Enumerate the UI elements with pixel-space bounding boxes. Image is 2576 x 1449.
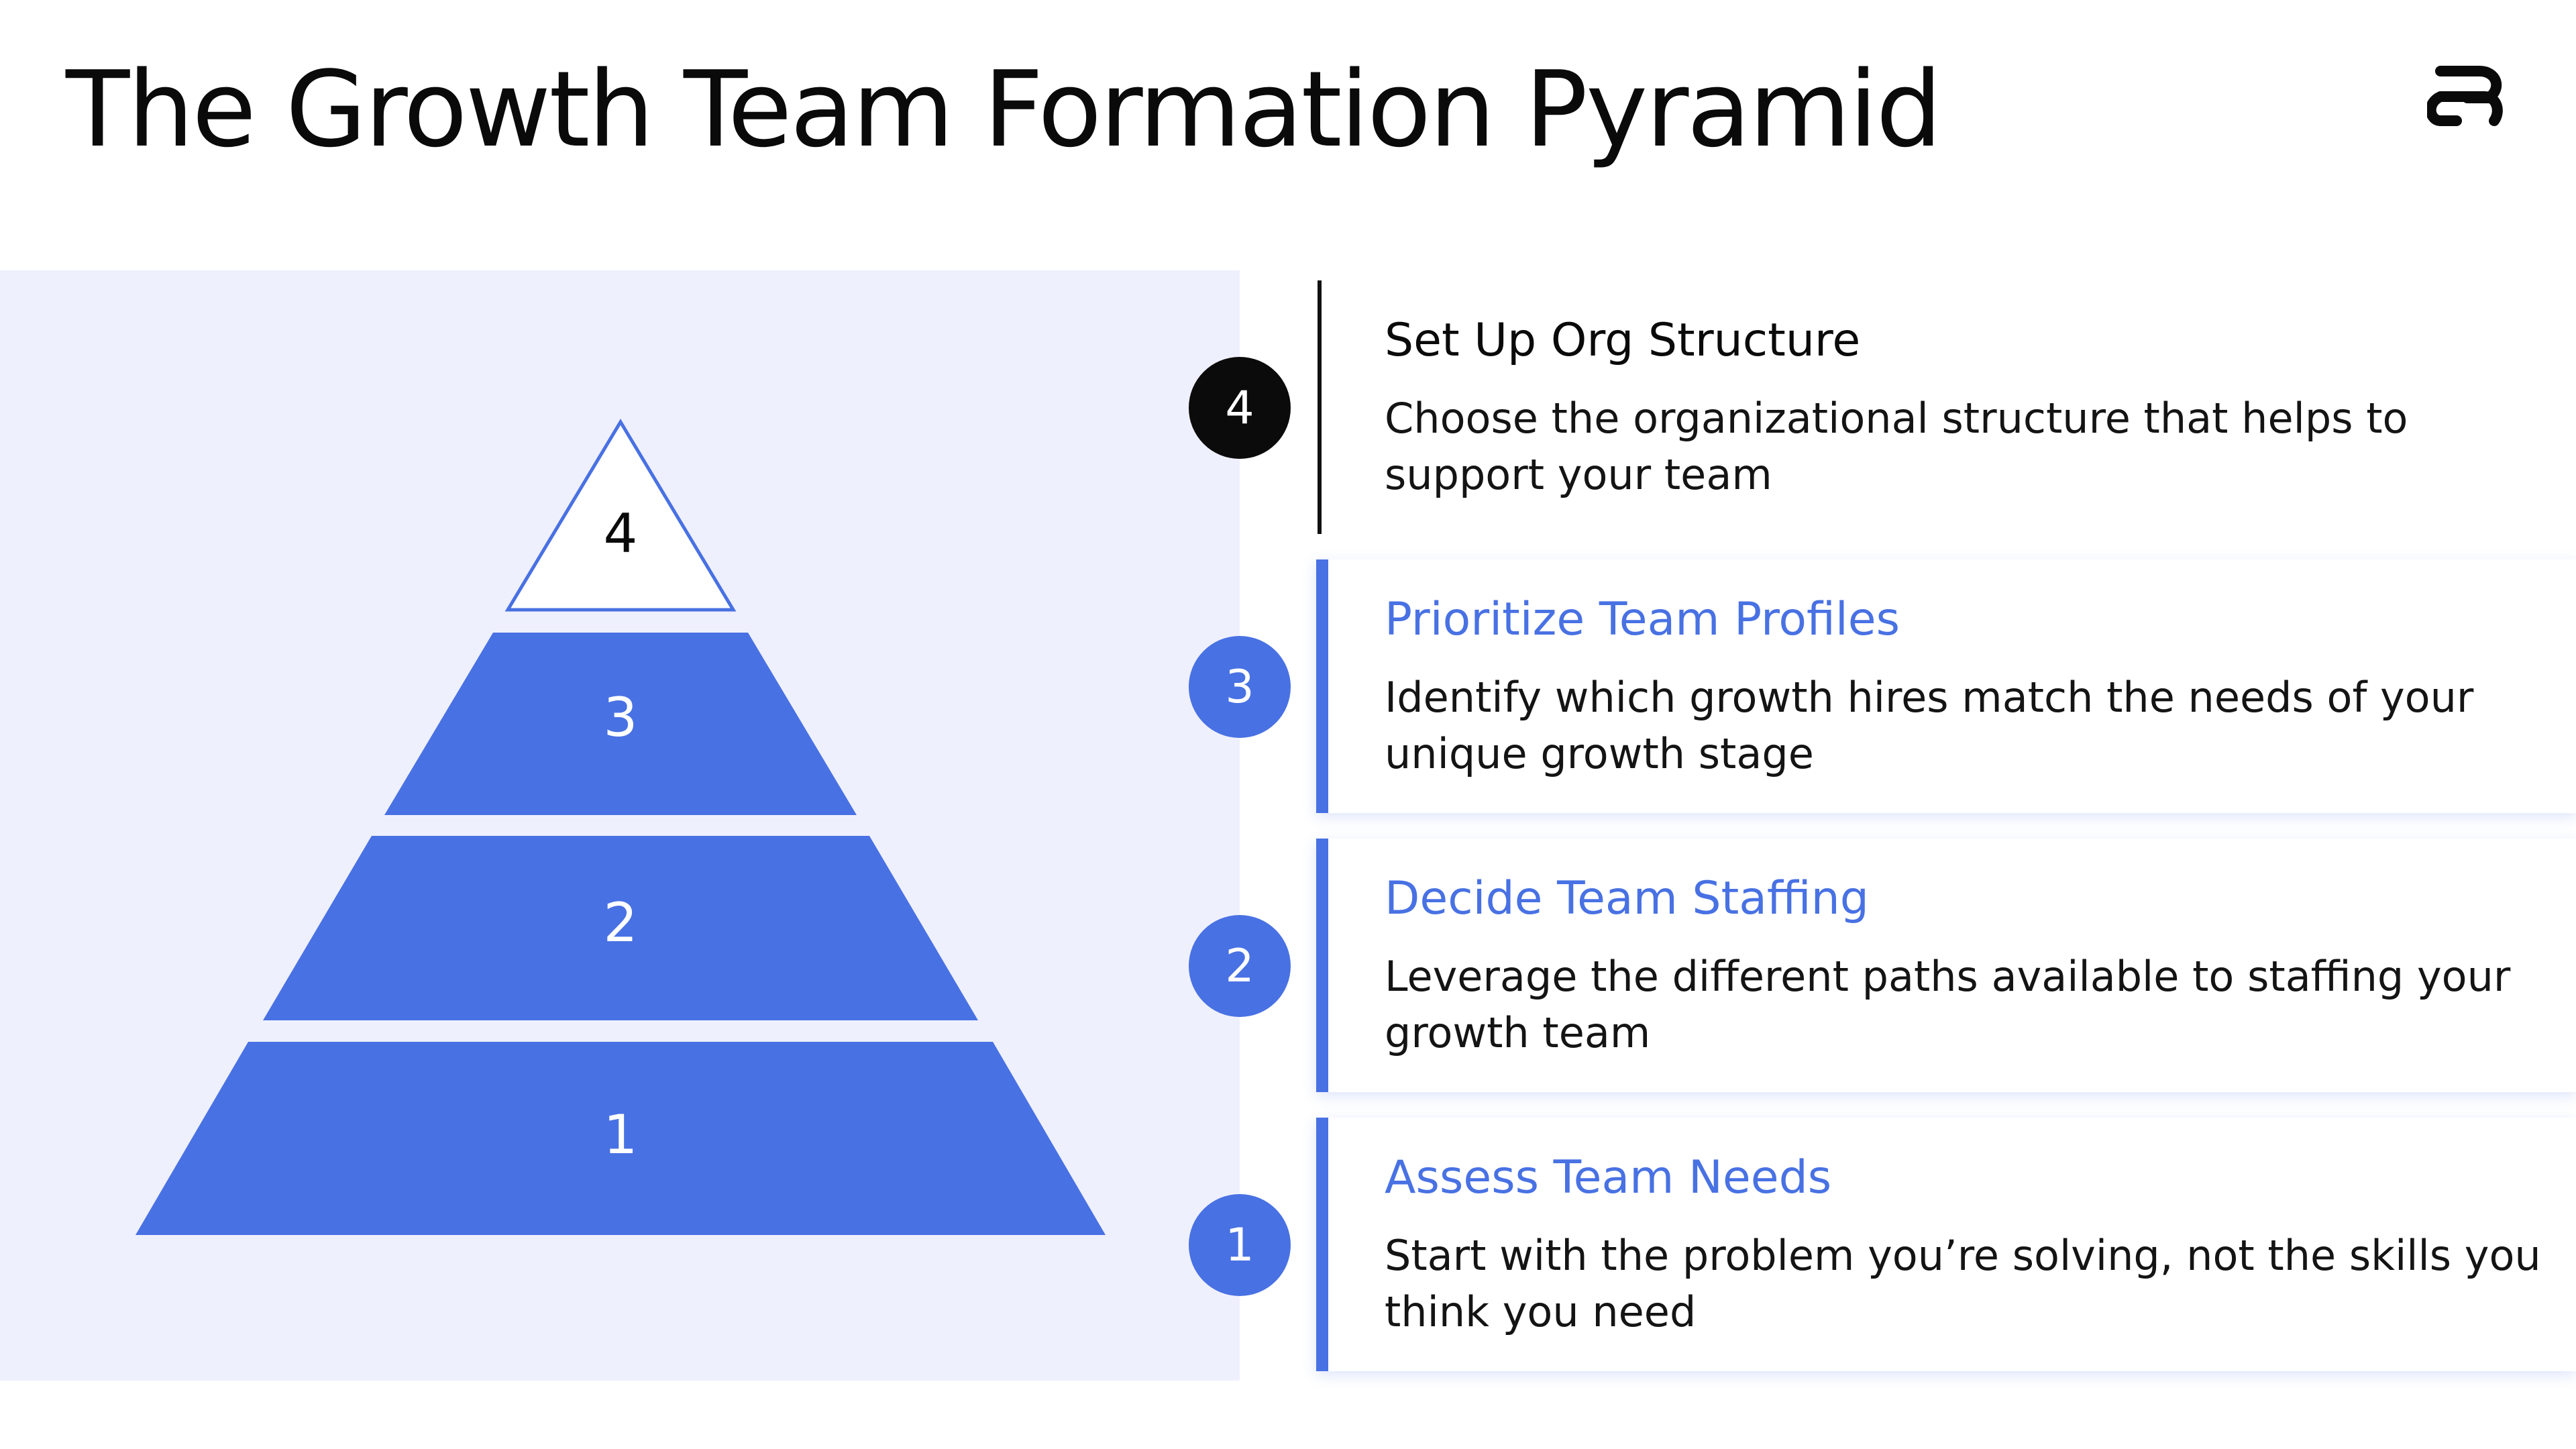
step-1-badge: 1	[1189, 1194, 1291, 1296]
step-1-description: Start with the problem you’re solving, n…	[1385, 1231, 2541, 1336]
page-title: The Growth Team Formation Pyramid	[66, 48, 1942, 170]
step-3-description: Identify which growth hires match the ne…	[1385, 673, 2474, 778]
pyramid-panel: 1 2 3 4	[0, 270, 1240, 1381]
step-1-card	[1316, 1118, 2576, 1371]
pyramid-level-1	[136, 1042, 1106, 1235]
step-4-divider	[1318, 280, 1322, 534]
step-2-title: Decide Team Staffing	[1385, 872, 1869, 925]
pyramid-level-label-3: 3	[604, 686, 638, 749]
brand-logo-icon	[2427, 66, 2503, 126]
pyramid-level-3	[384, 633, 857, 815]
pyramid-level-2	[263, 836, 978, 1020]
card-accent-bar	[1316, 839, 1328, 1092]
pyramid-diagram: 1 2 3 4	[136, 419, 1106, 1235]
step-2-description: Leverage the different paths available t…	[1385, 952, 2511, 1057]
step-2-badge: 2	[1189, 915, 1291, 1017]
pyramid-level-label-2: 2	[604, 892, 638, 954]
card-accent-bar	[1316, 559, 1328, 813]
card-accent-bar	[1316, 1118, 1328, 1371]
step-4-title: Set Up Org Structure	[1385, 314, 1861, 367]
step-3-title: Prioritize Team Profiles	[1385, 593, 1900, 646]
pyramid-level-label-4: 4	[604, 502, 638, 565]
step-3-card	[1316, 559, 2576, 813]
step-4-badge: 4	[1189, 357, 1291, 459]
pyramid-level-label-1: 1	[604, 1104, 638, 1166]
step-2-card	[1316, 839, 2576, 1092]
step-3-badge: 3	[1189, 636, 1291, 738]
step-1-title: Assess Team Needs	[1385, 1151, 1832, 1204]
step-4-description: Choose the organizational structure that…	[1385, 394, 2408, 499]
pyramid-level-4	[504, 419, 737, 612]
